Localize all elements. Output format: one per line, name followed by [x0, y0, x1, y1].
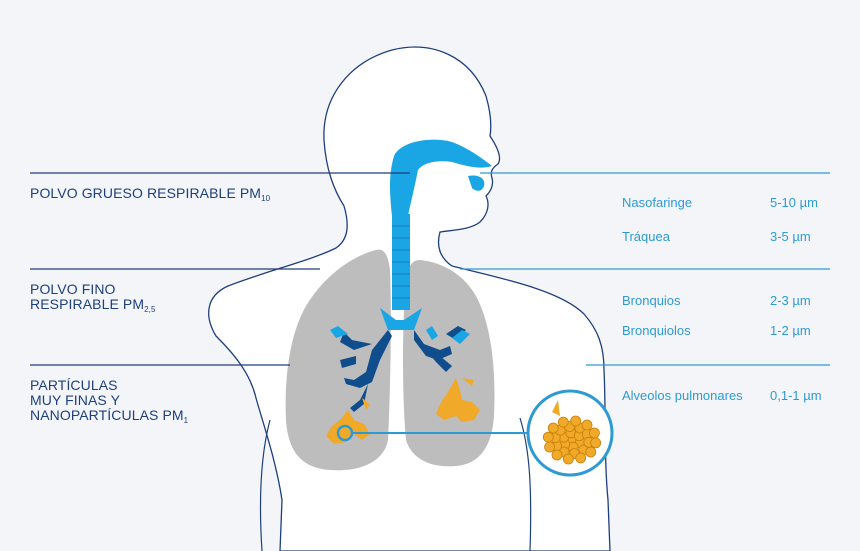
- row-value: 0,1-1 µm: [770, 388, 822, 403]
- row-name: Bronquios: [622, 293, 681, 308]
- row-value: 1-2 µm: [770, 323, 811, 338]
- row-name: Bronquiolos: [622, 323, 691, 338]
- row-name: Nasofaringe: [622, 195, 693, 210]
- ultrafine-line2: MUY FINAS Y: [30, 392, 121, 408]
- carina: [380, 308, 422, 330]
- alveolus: [551, 449, 563, 461]
- fine-dust-line2: RESPIRABLE PM: [30, 296, 145, 312]
- right-divider-lines: [460, 172, 830, 366]
- alveolus: [589, 427, 600, 439]
- left-arm-line: [259, 419, 271, 551]
- row-name: Alveolos pulmonares: [622, 388, 743, 403]
- ultrafine-sub: 1: [183, 416, 189, 425]
- left-bronchi: [340, 330, 392, 412]
- trachea-rings: [392, 225, 410, 299]
- row-value: 3-5 µm: [770, 229, 811, 244]
- ultrafine-line1: PARTÍCULAS: [30, 377, 118, 393]
- alveolus: [547, 422, 559, 434]
- alveolus: [544, 441, 555, 453]
- alveolus: [581, 419, 593, 431]
- right-arm-line: [519, 417, 532, 551]
- nasal-tip: [468, 175, 485, 191]
- coarse-dust-text: POLVO GRUESO RESPIRABLE PM: [30, 185, 262, 201]
- row-name: Tráquea: [622, 229, 670, 244]
- ultrafine-label: PARTÍCULAS MUY FINAS Y NANOPARTÍCULAS PM…: [30, 378, 188, 428]
- magnifier-circle-icon: [526, 389, 614, 477]
- fine-dust-line1: POLVO FINO: [30, 281, 116, 297]
- alveolus: [575, 452, 587, 464]
- nasal-airway: [390, 139, 492, 216]
- fine-dust-label: POLVO FINO RESPIRABLE PM2,5: [30, 282, 156, 317]
- fine-dust-sub: 2,5: [144, 305, 156, 314]
- alveolus: [562, 453, 574, 465]
- coarse-dust-label: POLVO GRUESO RESPIRABLE PM10: [30, 186, 270, 206]
- alveolus: [570, 415, 582, 427]
- alveolus: [557, 416, 569, 428]
- alveolus: [585, 446, 597, 458]
- ultrafine-line3: NANOPARTÍCULAS PM: [30, 407, 184, 423]
- row-value: 5-10 µm: [770, 195, 818, 210]
- coarse-dust-sub: 10: [261, 194, 271, 203]
- alveolus: [542, 431, 554, 443]
- row-value: 2-3 µm: [770, 293, 811, 308]
- right-alveoli: [436, 378, 480, 422]
- left-divider-lines: [30, 172, 410, 366]
- bronchi-light: [330, 326, 470, 344]
- alveolus: [590, 437, 602, 449]
- right-bronchi: [414, 326, 466, 372]
- left-lung: [285, 249, 391, 471]
